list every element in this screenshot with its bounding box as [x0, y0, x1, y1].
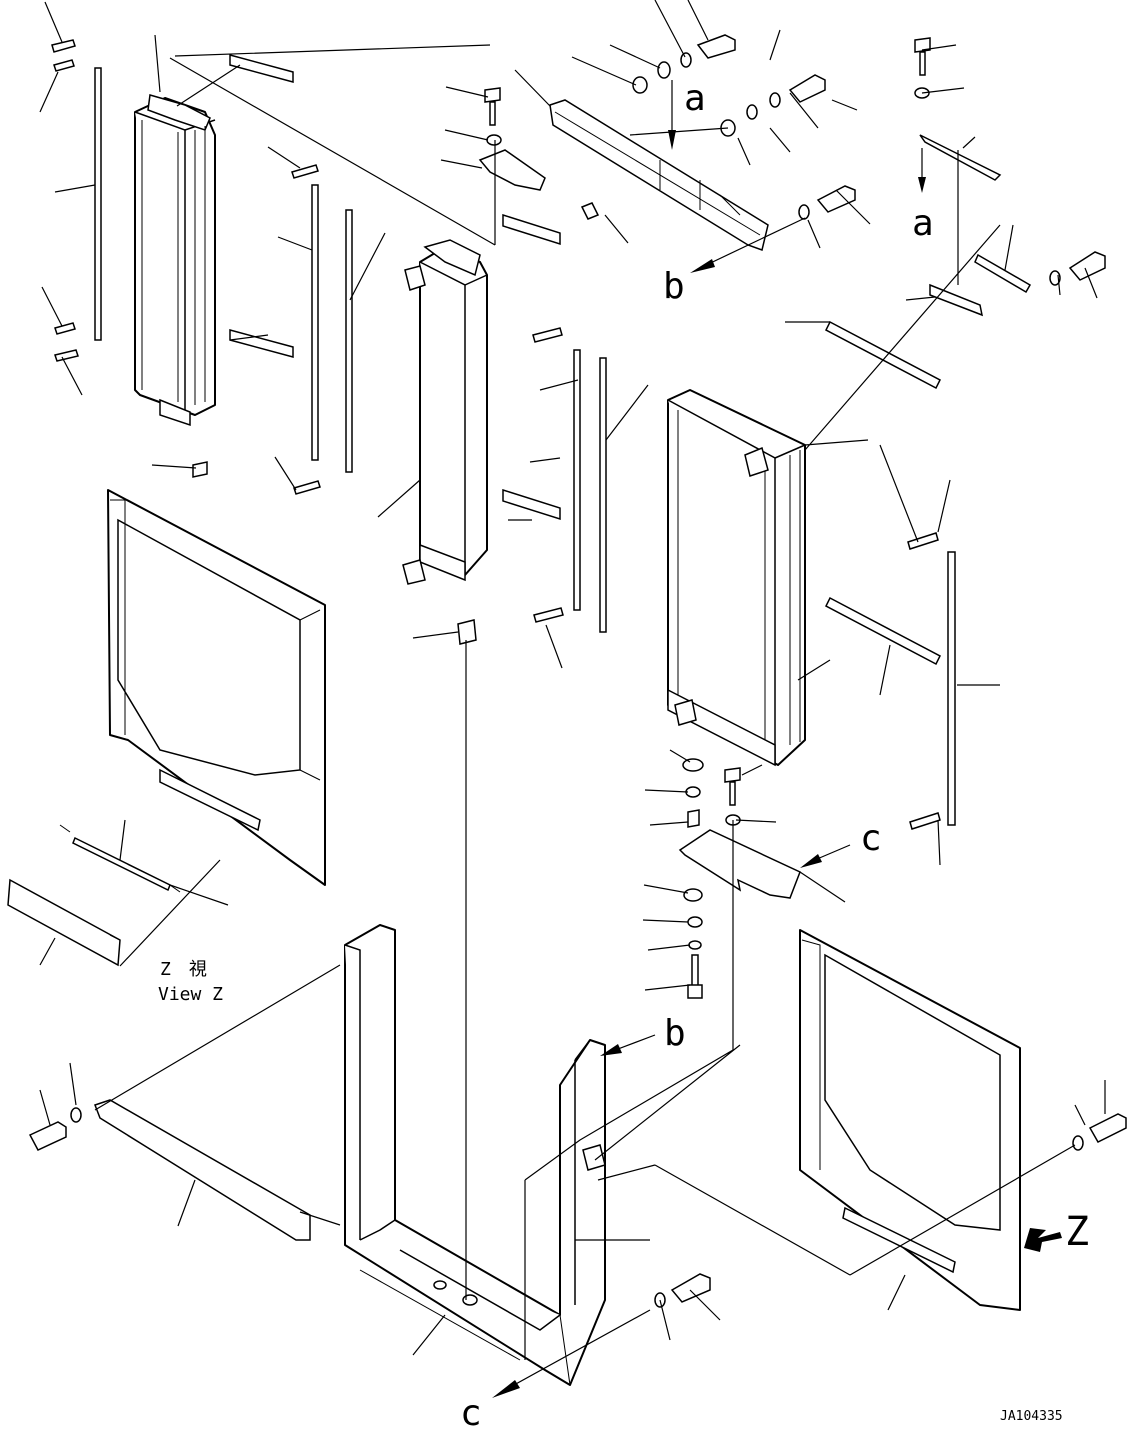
washer	[682, 758, 704, 772]
left-shroud	[107, 489, 326, 886]
seal-pad	[907, 532, 939, 550]
seal-pad	[54, 322, 76, 335]
seal-pad	[291, 164, 319, 179]
arrow-c-right	[800, 844, 851, 868]
radiator	[667, 389, 806, 767]
bolt	[816, 185, 856, 213]
ref-label-c: c	[460, 1393, 482, 1434]
bolt	[670, 1273, 711, 1303]
seal-block	[229, 329, 294, 358]
seal-pad	[54, 349, 79, 362]
seal-pad	[51, 39, 76, 53]
bolt	[484, 87, 501, 126]
bolt	[724, 767, 741, 806]
washer	[685, 786, 701, 798]
nut	[657, 61, 671, 79]
washer	[688, 940, 702, 950]
stay-bracket-right	[919, 134, 1002, 181]
bolt	[788, 74, 826, 103]
right-shroud	[799, 929, 1021, 1311]
nut	[632, 76, 648, 94]
washer	[798, 204, 810, 220]
seal-strip	[599, 357, 607, 633]
bolt	[696, 34, 736, 59]
view-z-strip	[72, 836, 171, 892]
arrow-c-bottom	[492, 1309, 651, 1398]
arrow-b-top	[690, 217, 806, 273]
seal-pad	[909, 812, 941, 830]
bolt	[1088, 1113, 1127, 1143]
arrow-b-bottom	[600, 1034, 656, 1056]
washer	[486, 134, 502, 146]
ref-label-a: a	[684, 78, 706, 119]
seal-strip-left	[94, 67, 102, 341]
leader-lines	[39, 0, 1106, 1360]
seal-strip	[573, 349, 581, 611]
radiator-seal	[825, 320, 941, 390]
ref-label-b: b	[664, 1013, 686, 1054]
bolt	[914, 37, 931, 76]
bolt	[28, 1121, 67, 1151]
ref-label-b: b	[663, 266, 685, 307]
washer	[687, 916, 703, 928]
radiator-frame	[344, 924, 606, 1386]
washer	[769, 92, 781, 108]
washer	[1049, 270, 1061, 286]
z-arrow-label: Z	[1065, 1209, 1089, 1255]
seal-strip	[311, 184, 319, 461]
arrow-a-top	[668, 80, 676, 150]
bolt	[1068, 251, 1106, 281]
radiator-support-bracket	[678, 829, 801, 899]
aftercooler-bushing	[457, 619, 477, 645]
washer	[680, 52, 692, 68]
stay-bracket-right-lower	[974, 253, 1032, 294]
oil-cooler	[134, 94, 216, 427]
washer	[1072, 1135, 1084, 1151]
stay-bracket	[478, 149, 546, 191]
seal-strip	[947, 551, 956, 826]
bushing	[687, 809, 700, 828]
radiator-seal	[825, 596, 941, 666]
oil-cooler-bushing	[192, 461, 208, 478]
view-z-plate	[7, 878, 121, 967]
washer	[580, 202, 600, 220]
seal-pad	[533, 607, 564, 623]
seal-pad	[53, 59, 75, 72]
bolt	[687, 954, 703, 999]
seal-strip	[345, 209, 353, 473]
view-z-label-jp: Z 視	[160, 959, 207, 980]
ref-label-c: c	[860, 818, 882, 859]
seal-pad	[532, 327, 563, 343]
lower-bracket-left	[94, 1099, 311, 1241]
drawing-id: JA104335	[1000, 1409, 1063, 1424]
washer	[70, 1107, 82, 1123]
aftercooler	[402, 239, 488, 585]
ref-label-a: a	[912, 203, 934, 244]
washer	[683, 888, 703, 902]
top-bracket	[549, 99, 769, 251]
seal-block	[502, 213, 561, 246]
arrow-view-z	[1024, 1228, 1062, 1252]
view-z-label-en: View Z	[158, 984, 223, 1005]
seal-block	[229, 54, 294, 83]
seal-pad	[293, 480, 321, 495]
arrow-a-right	[918, 148, 926, 193]
seal-block	[502, 488, 561, 521]
stay-bracket-right-lower	[929, 283, 984, 317]
washer	[746, 104, 758, 120]
